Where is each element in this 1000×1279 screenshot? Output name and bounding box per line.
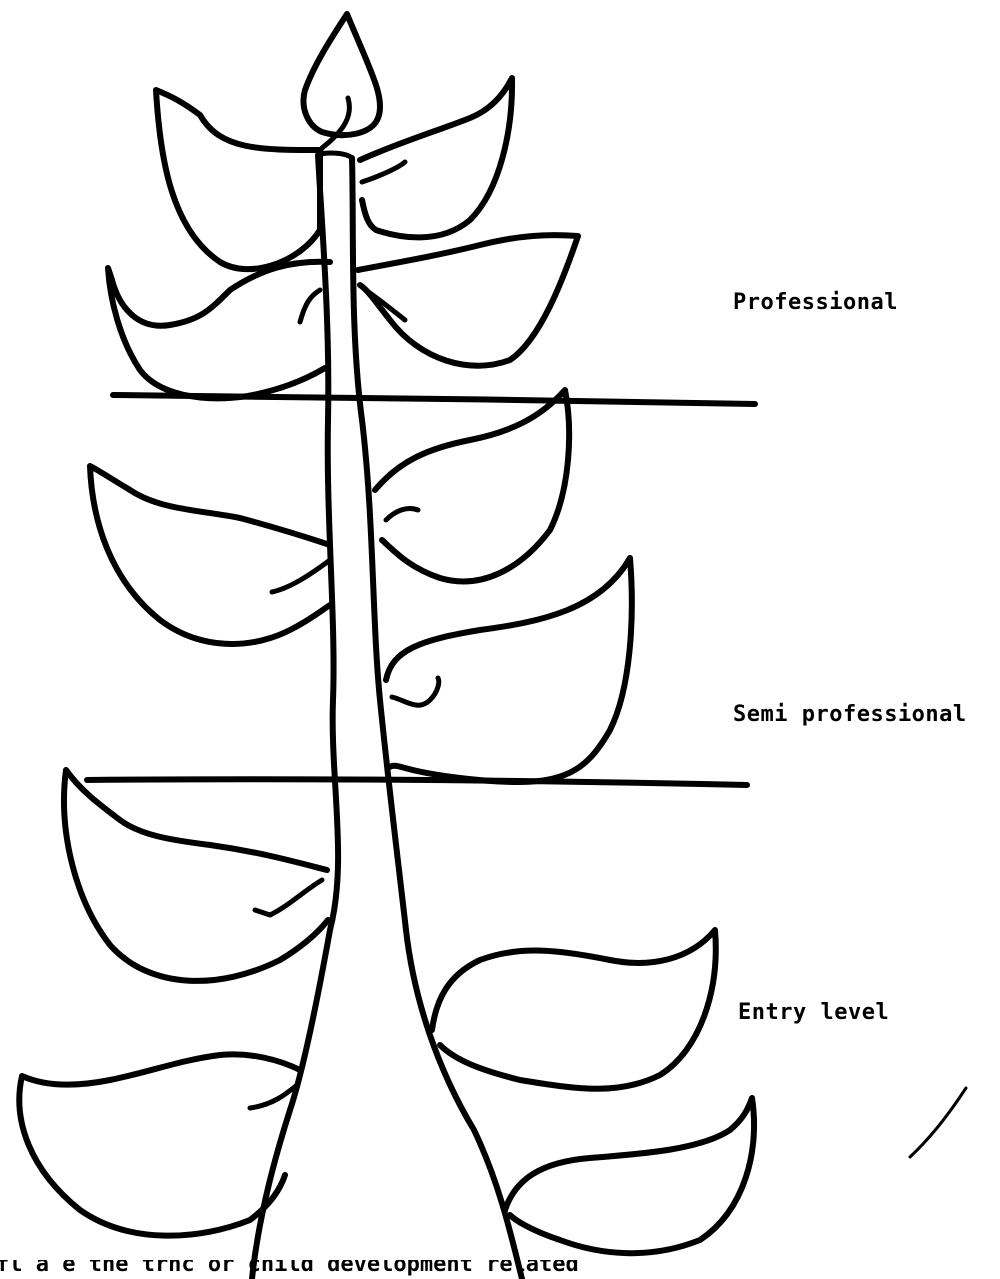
level-label-semi-professional: Semi professional <box>733 702 967 727</box>
leaf-right-upper <box>358 235 578 366</box>
leaf-left-top <box>156 90 320 269</box>
leaf-left-lower-stem <box>255 880 322 915</box>
leaf-right-lower <box>432 930 716 1089</box>
bud-inner-curve <box>318 98 352 158</box>
leaf-right-top-stem <box>362 162 405 182</box>
leaf-right-lower-middle-stem <box>392 678 439 705</box>
tree-top-bud <box>304 14 381 135</box>
level-label-entry-level: Entry level <box>738 1000 889 1025</box>
leaf-right-middle-stem <box>386 508 418 520</box>
leaf-left-lower <box>64 770 328 981</box>
leaf-right-middle <box>375 390 569 581</box>
semi-professional-divider-line <box>87 779 747 785</box>
leaf-left-bottom <box>19 1054 300 1235</box>
leaf-right-lower-middle <box>386 558 632 782</box>
leaf-left-middle <box>90 466 330 644</box>
stray-pen-mark <box>910 1088 966 1157</box>
leaf-left-middle-stem <box>272 560 330 592</box>
leaf-right-bottom <box>505 1098 754 1253</box>
leaf-left-upper-stem <box>300 290 320 322</box>
tree-trunk-right-edge <box>352 158 522 1279</box>
leaf-left-upper <box>108 262 330 399</box>
tree-trunk-left-edge <box>252 155 338 1279</box>
level-label-professional: Professional <box>733 290 898 315</box>
leaf-right-top <box>360 78 512 237</box>
